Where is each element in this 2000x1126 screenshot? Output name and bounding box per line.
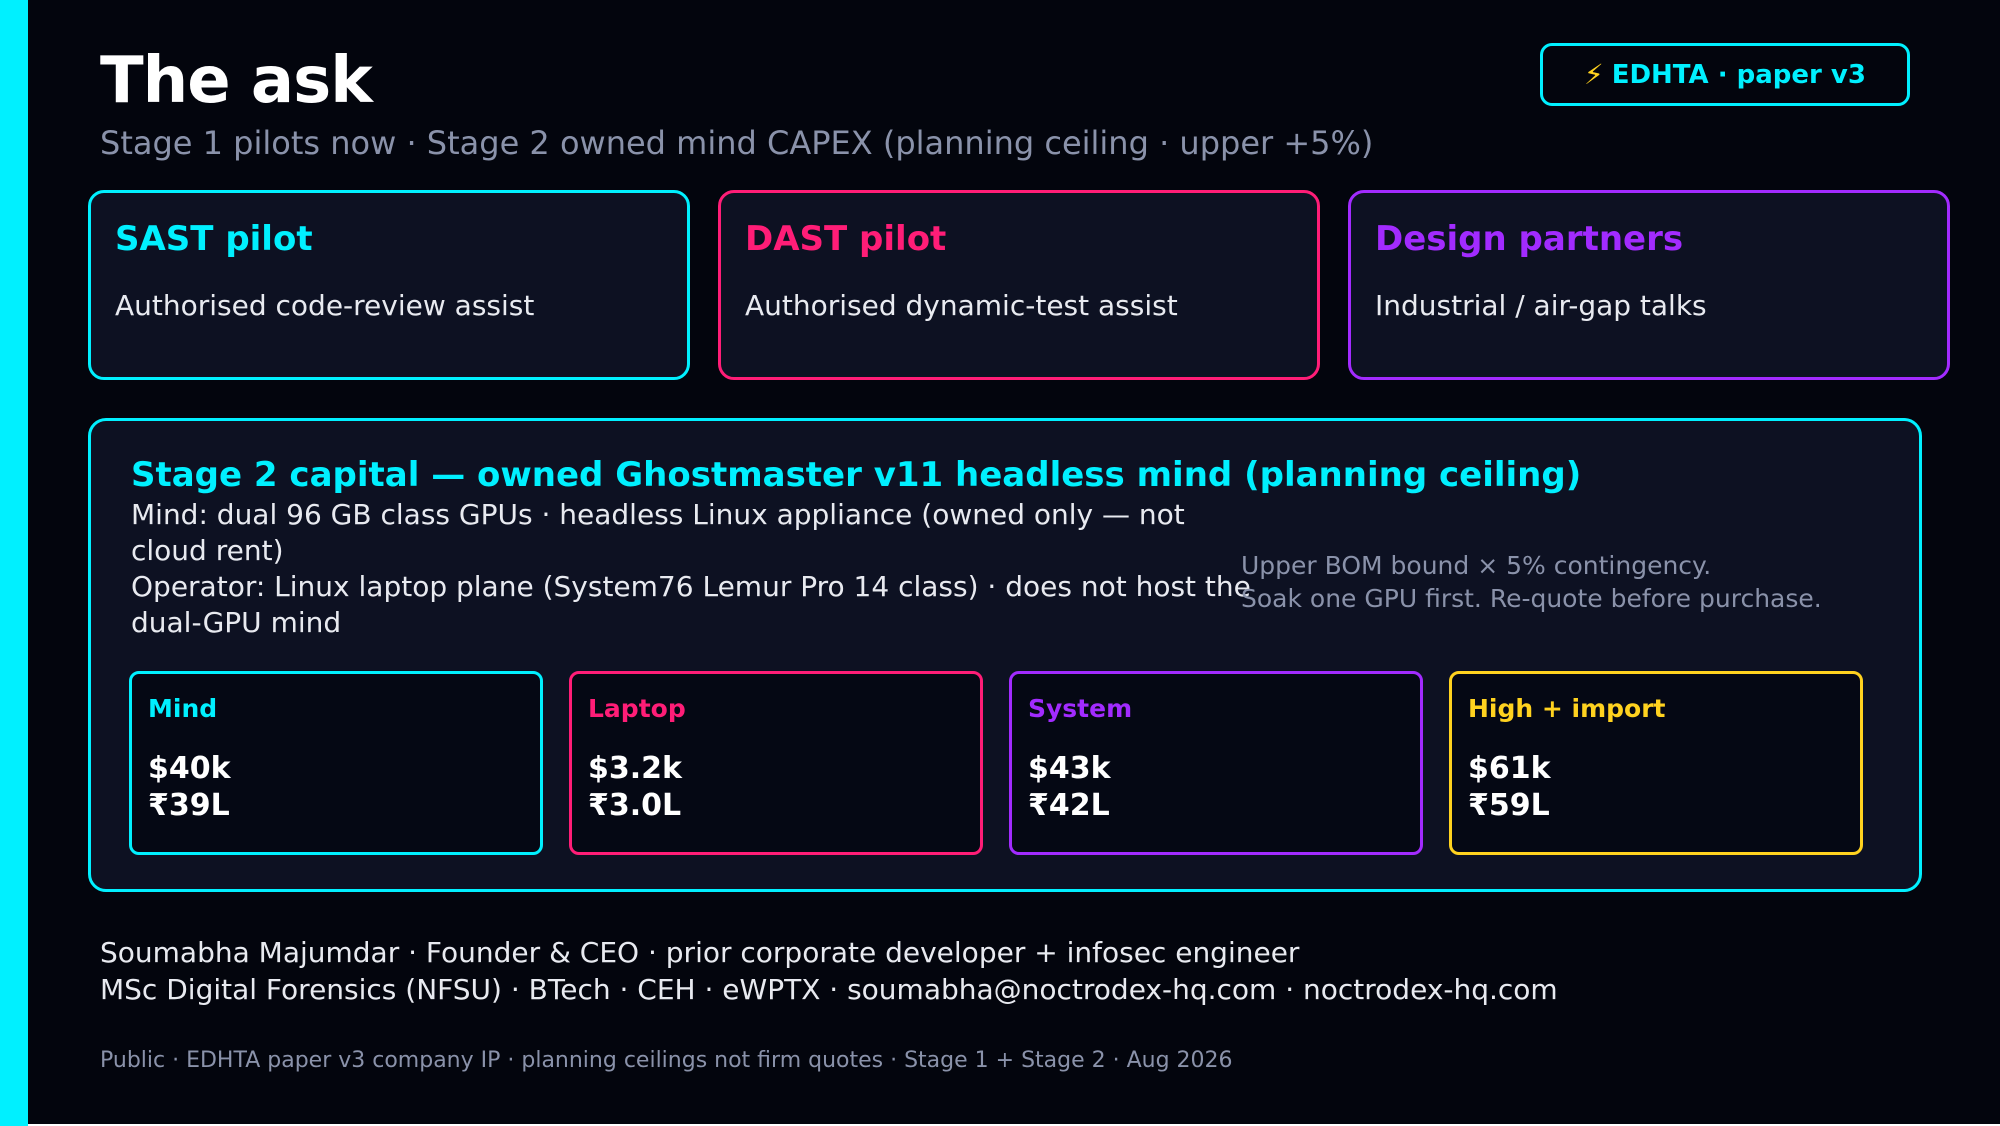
cost-inr: ₹39L xyxy=(148,788,230,823)
card-description: Authorised dynamic-test assist xyxy=(745,289,1178,322)
cost-inr: ₹42L xyxy=(1028,788,1110,823)
page-subtitle: Stage 1 pilots now · Stage 2 owned mind … xyxy=(100,124,1374,162)
footer-note: Public · EDHTA paper v3 company IP · pla… xyxy=(100,1048,1233,1073)
cost-usd: $40k xyxy=(148,751,231,786)
stage2-title: Stage 2 capital — owned Ghostmaster v11 … xyxy=(131,455,1582,495)
bottom-divider xyxy=(28,1124,2000,1126)
card-description: Industrial / air-gap talks xyxy=(1375,289,1707,322)
cost-label: System xyxy=(1028,694,1133,723)
cost-inr: ₹3.0L xyxy=(588,788,682,823)
cost-label: High + import xyxy=(1468,694,1666,723)
page-title: The ask xyxy=(100,44,373,118)
card-description: Authorised code-review assist xyxy=(115,289,535,322)
cost-inr: ₹59L xyxy=(1468,788,1550,823)
badge-label: EDHTA · paper v3 xyxy=(1611,59,1866,90)
paper-version-badge: ⚡ EDHTA · paper v3 xyxy=(1540,43,1910,106)
cost-card-high-import: High + import $61k ₹59L xyxy=(1449,671,1863,855)
bom-note-line: Upper BOM bound × 5% contingency. xyxy=(1241,551,1712,580)
sast-pilot-card: SAST pilot Authorised code-review assist xyxy=(88,190,690,380)
cost-usd: $43k xyxy=(1028,751,1111,786)
founder-line: Soumabha Majumdar · Founder & CEO · prio… xyxy=(100,936,1300,969)
founder-info: Soumabha Majumdar · Founder & CEO · prio… xyxy=(100,934,1558,1008)
mind-line: Mind: dual 96 GB class GPUs · headless L… xyxy=(131,498,1185,567)
card-title: DAST pilot xyxy=(745,219,947,259)
bom-note: Upper BOM bound × 5% contingency. Soak o… xyxy=(1241,549,1822,615)
accent-bar xyxy=(0,0,28,1126)
card-title: Design partners xyxy=(1375,219,1684,259)
cost-label: Mind xyxy=(148,694,218,723)
cost-card-laptop: Laptop $3.2k ₹3.0L xyxy=(569,671,983,855)
dast-pilot-card: DAST pilot Authorised dynamic-test assis… xyxy=(718,190,1320,380)
operator-line: Operator: Linux laptop plane (System76 L… xyxy=(131,570,1251,639)
cost-usd: $61k xyxy=(1468,751,1551,786)
stage2-details: Mind: dual 96 GB class GPUs · headless L… xyxy=(131,497,1261,641)
cost-card-system: System $43k ₹42L xyxy=(1009,671,1423,855)
cost-card-mind: Mind $40k ₹39L xyxy=(129,671,543,855)
stage2-capital-panel: Stage 2 capital — owned Ghostmaster v11 … xyxy=(88,418,1922,892)
lightning-bolt-icon: ⚡ xyxy=(1584,58,1604,91)
founder-credentials: MSc Digital Forensics (NFSU) · BTech · C… xyxy=(100,973,1558,1006)
card-title: SAST pilot xyxy=(115,219,313,259)
design-partners-card: Design partners Industrial / air-gap tal… xyxy=(1348,190,1950,380)
bom-note-line: Soak one GPU first. Re-quote before purc… xyxy=(1241,584,1822,613)
cost-usd: $3.2k xyxy=(588,751,682,786)
cost-label: Laptop xyxy=(588,694,686,723)
